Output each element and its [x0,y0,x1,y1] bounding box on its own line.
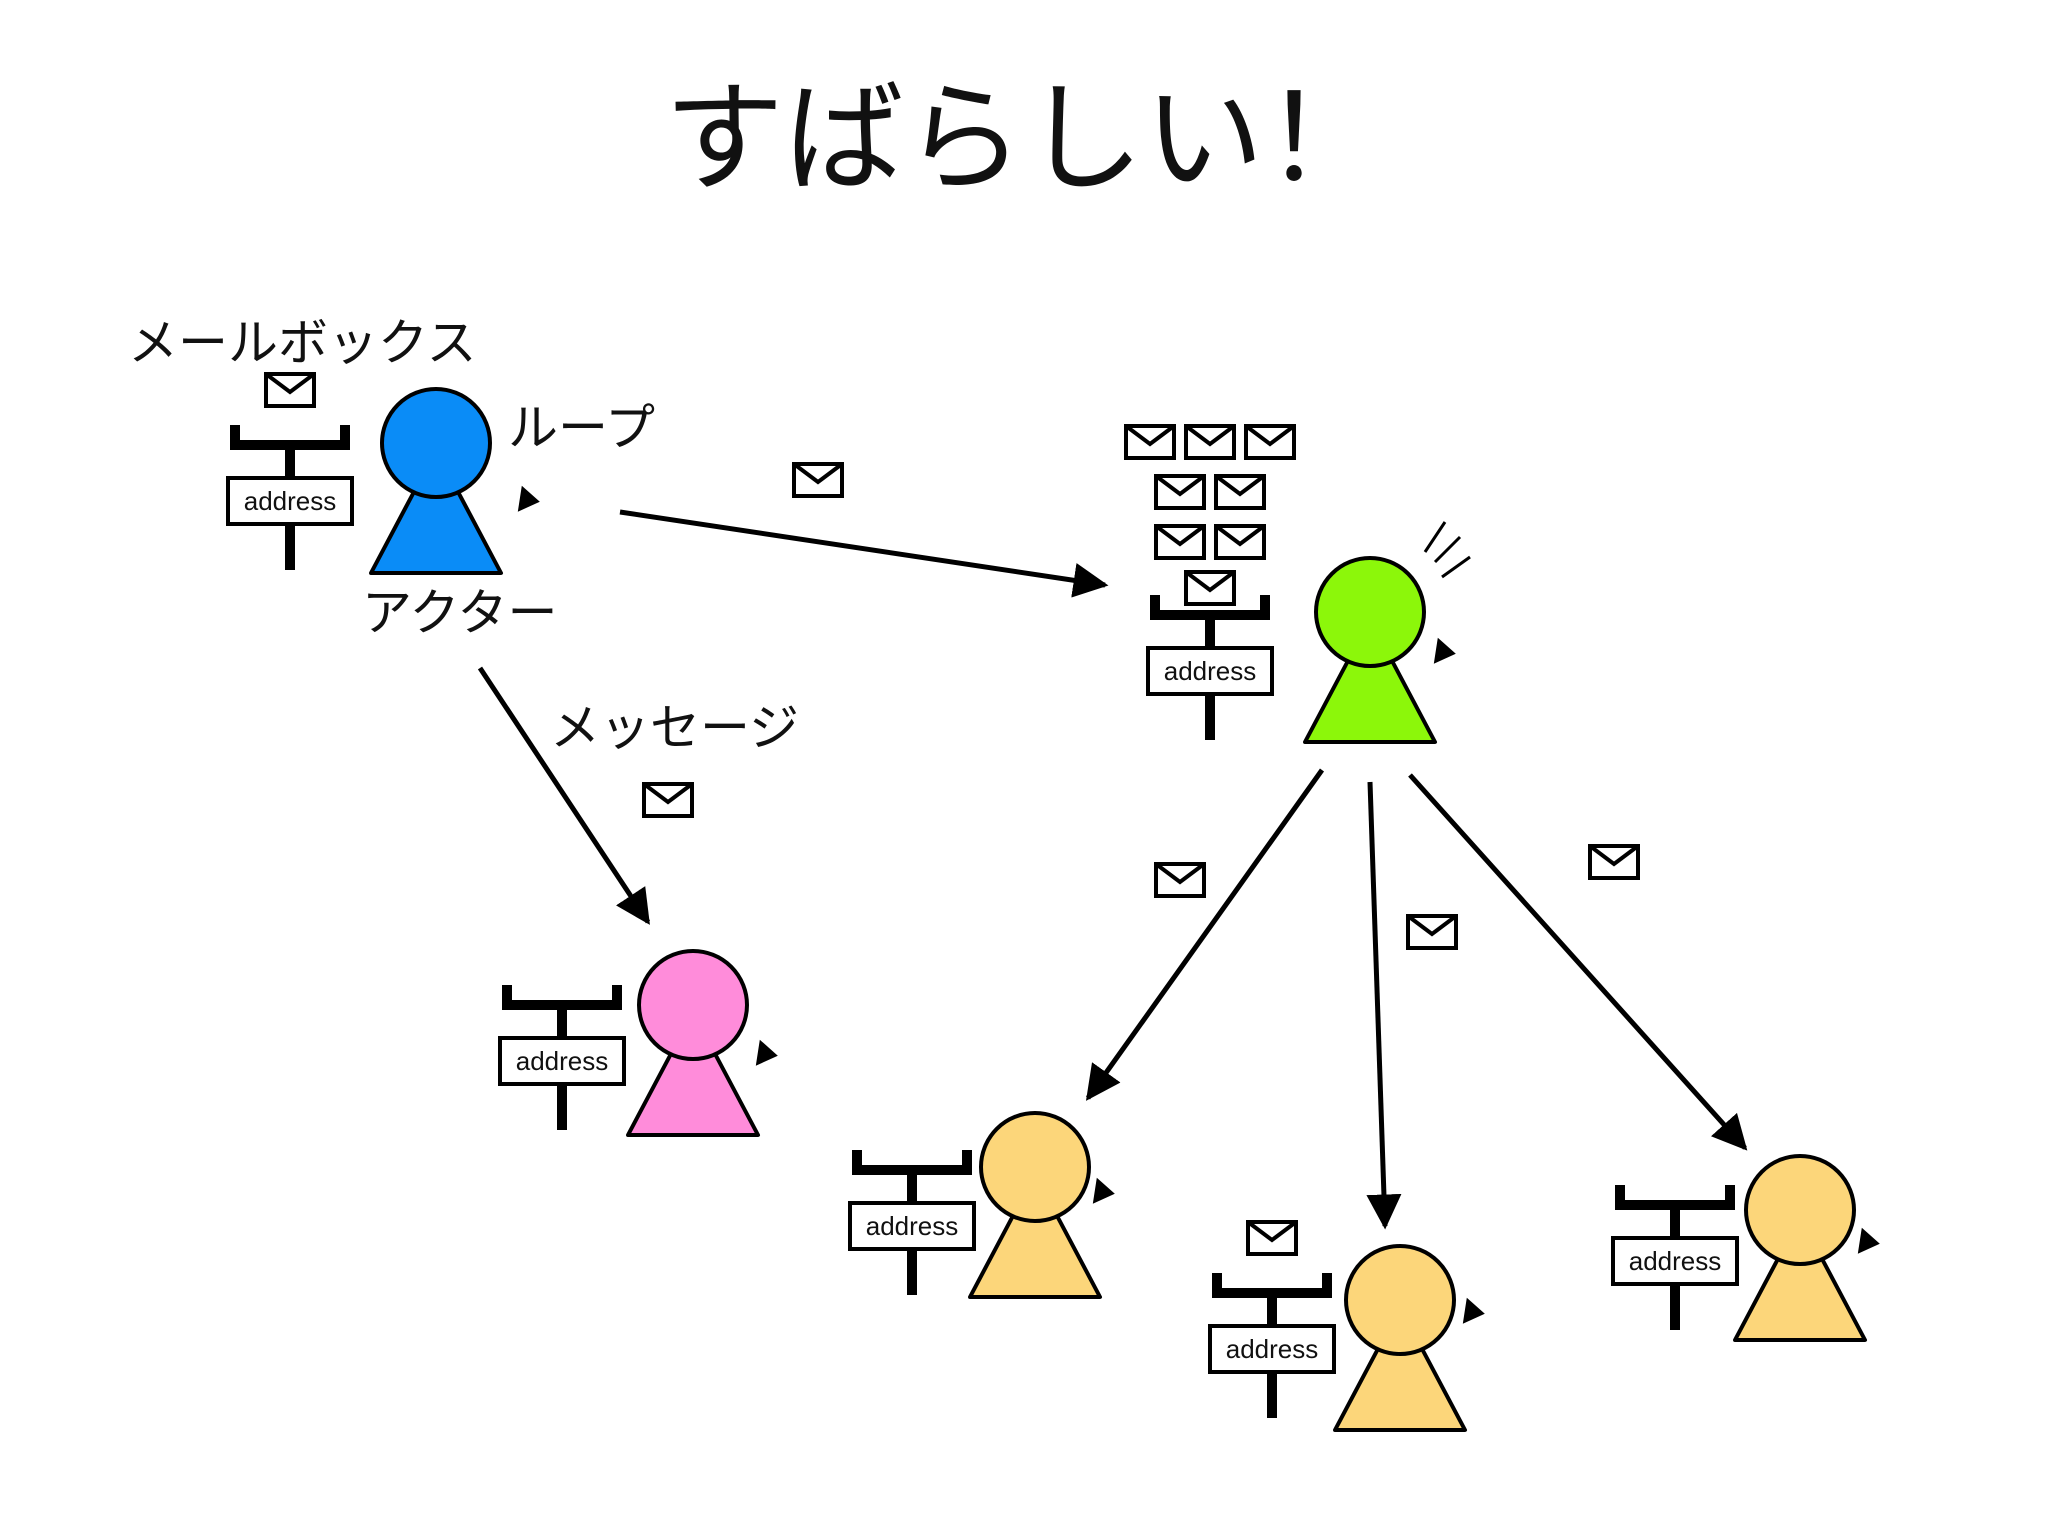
mailbox-envelope-icon [1184,424,1236,460]
loop-label: ループ [508,399,655,457]
arrow-busy-to-child-3 [1408,773,1748,1151]
mailbox-envelope-icon [1184,570,1236,606]
mailbox-envelope-icon [1214,474,1266,510]
mailbox-envelope-icon [1244,424,1296,460]
actor-child-1: address [848,1111,1115,1299]
mailbox-envelope-icon [1124,424,1176,460]
address-label: address [516,1046,609,1076]
arrow-main-to-busy [619,509,1109,598]
arrow-busy-to-child-2 [1366,781,1402,1230]
actor-pink: address [498,949,778,1137]
mailbox-icon: address [226,372,354,570]
mailbox-icon: address [848,1150,976,1295]
mailbox-envelope-icon [1154,524,1206,560]
address-label: address [244,486,337,516]
mailbox-envelope-icon [1154,474,1206,510]
loop-arrow-icon [1433,637,1456,664]
address-label: address [866,1211,959,1241]
envelope-icon [1406,914,1458,950]
actors-layer: address address address address address addre… [226,372,1880,1432]
arrows-layer [477,509,1748,1230]
mailbox-icon: address [498,985,626,1130]
message-label: メッセージ [550,699,799,757]
envelope-icon [1588,844,1640,880]
actor-main: address [226,372,540,575]
envelope-icon [1154,862,1206,898]
actor-figure-icon [968,1111,1102,1299]
mailbox-envelope-icon [1214,524,1266,560]
loop-arrow-icon [517,485,540,512]
actor-figure-icon [1303,556,1437,744]
actor-busy: address [1124,424,1471,744]
address-label: address [1164,656,1257,686]
loop-arrow-icon [1857,1227,1880,1254]
mailbox-envelope-icon [264,372,316,408]
actor-figure-icon [626,949,760,1137]
actor-child-2: address [1208,1220,1485,1432]
actor-child-3: address [1611,1154,1880,1342]
actor-figure-icon [369,387,503,575]
mailbox-envelope-icon [1246,1220,1298,1256]
address-label: address [1226,1334,1319,1364]
envelope-icon [642,782,694,818]
mailbox-label: メールボックス [128,314,477,372]
mailbox-icon: address [1611,1185,1739,1330]
page-title: すばらしい！ [664,70,1384,209]
envelope-icon [792,462,844,498]
arrow-busy-to-child-1 [1085,768,1325,1101]
loop-arrow-icon [1092,1177,1115,1204]
message-envelopes [642,462,1640,950]
alert-strokes-icon [1423,521,1471,579]
loop-arrow-icon [1462,1297,1485,1324]
loop-arrow-icon [755,1039,778,1066]
mailbox-icon: address [1124,424,1296,740]
arrow-main-to-pink [477,666,651,925]
mailbox-icon: address [1208,1220,1336,1418]
actor-figure-icon [1333,1244,1467,1432]
address-label: address [1629,1246,1722,1276]
actor-figure-icon [1733,1154,1867,1342]
actor-label: アクター [362,584,558,642]
